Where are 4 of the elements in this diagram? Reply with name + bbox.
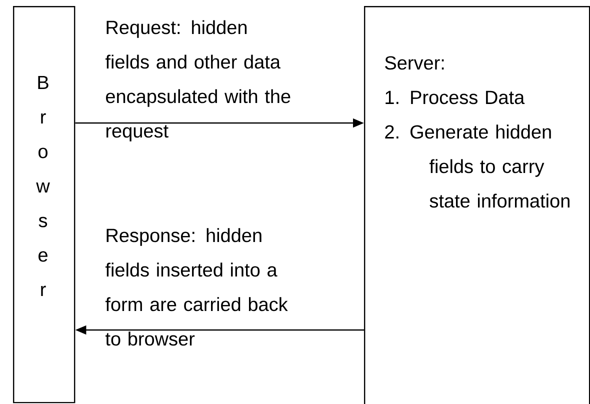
server-box: Server: 1. Process Data 2. Generate hidden fields to carry state information [364,6,590,404]
edge-label: Response: hidden fields inserted into a form are carried back to browser [105,228,288,346]
edge-label: Request: hidden fields and other data encapsulated with the request [105,20,290,142]
browser-box: Browser [13,6,76,404]
